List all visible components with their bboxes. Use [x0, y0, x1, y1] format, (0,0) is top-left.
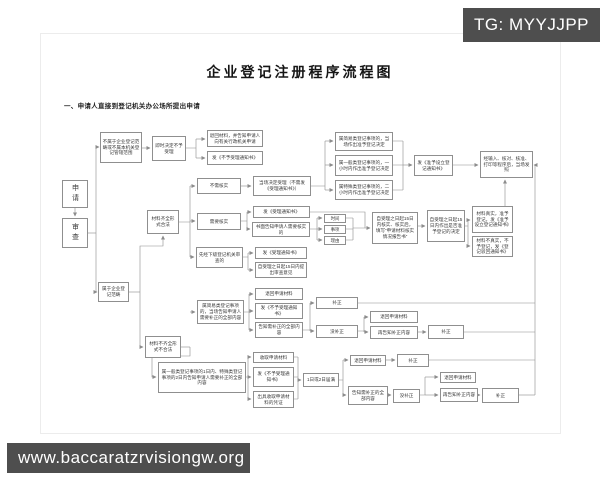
node-notice-accept-2: 发《受理通知书》 [255, 247, 307, 259]
node-false-reject: 材料不真实，不予登记，发《登记驳回通知书》 [472, 236, 513, 257]
node-no-fix-1: 没补正 [316, 325, 358, 338]
node-return-3: 退回申请材料 [350, 355, 386, 366]
node-fix-3: 补正 [397, 354, 429, 367]
node-matter: 事项 [324, 225, 346, 234]
node-special-decide: 属特殊类登记事项的，二小时内作出准予登记决定 [335, 180, 393, 200]
node-collect: 收取申请材料 [253, 352, 294, 363]
node-simple-inform: 属简易类登记事项的，当场告知申请人需要补正的全部内容 [197, 300, 244, 324]
node-opinion-15: 自受理之日起15日内提出审查意见 [255, 262, 307, 278]
node-notice-not-accept-2: 发《不予受理通知书》 [255, 303, 303, 319]
node-notice-not-accept-1: 发《不予受理通知书》 [207, 151, 263, 165]
node-inform-again-2: 再告知补正内容 [440, 388, 478, 402]
node-issue-license: 经输入、核对、核准、打印等程序后，当场发照 [480, 151, 533, 178]
node-fix-4: 补正 [482, 388, 519, 403]
node-review: 审查 [62, 218, 88, 248]
node-not-in-scope: 不属于企业登记范畴或不属本机关登记管辖范围 [100, 132, 142, 163]
node-apply: 申请 [62, 180, 88, 208]
node-return-2: 退回申请材料 [370, 311, 418, 323]
section-label: 一、申请人直接到登记机关办公场所提出申请 [64, 103, 200, 110]
node-notice-not-accept-3: 发《不予受理通知书》 [253, 367, 294, 387]
node-expire: 1日或2日届满 [303, 373, 339, 387]
node-notice-approve: 发《准予设立登记通知书》 [414, 155, 453, 176]
node-reason: 理由 [324, 236, 346, 245]
node-fix-1: 补正 [316, 297, 358, 309]
node-need-verify: 需要核实 [197, 213, 241, 230]
node-inform-verify: 书面告知申请人需要核实的 [252, 222, 310, 237]
telegram-watermark: TG: MYYJJPP [463, 8, 600, 42]
node-verify-15: 自受理之日起15日内核实、核实后，填写“申请材料核实情况报告书” [372, 212, 418, 244]
node-no-fix-2: 没补正 [393, 389, 420, 403]
node-accept-on-spot: 当场决定受理（不需发《受理通知书》） [253, 176, 311, 196]
node-materials-incomplete: 材料不齐全形式不合法 [145, 336, 181, 358]
node-receipt: 出具收取申请材料的凭证 [253, 391, 294, 408]
page-title: 企业登记注册程序流程图 [206, 66, 394, 81]
node-inform-fix-1: 告知需补正的全部内容 [255, 322, 303, 338]
node-in-scope: 属于企业登记范畴 [98, 282, 129, 302]
node-general-decide: 属一般类登记事项的，一小时内作出准予登记决定 [335, 155, 393, 176]
node-inform-again-1: 再告知补正内容 [370, 326, 418, 339]
node-true-approve: 材料真实，准予登记，发《准予设立登记通知书》 [472, 206, 513, 233]
node-simple-decide: 属简易类登记事项的，当场作出准予登记决定 [335, 132, 393, 151]
node-general-inform: 属一般类登记事项的1日内、特殊类登记事项的2日内告知申请人需要补正的全部内容 [158, 362, 246, 393]
node-inform-fix-2: 告知需补正的全部内容 [348, 386, 388, 405]
node-no-verify: 不需核实 [197, 178, 241, 194]
node-return-4: 退回申请材料 [440, 372, 476, 383]
node-materials-complete: 材料齐全形式合法 [147, 210, 179, 234]
site-url-watermark: www.baccaratzrvisiongw.org [7, 443, 250, 473]
node-fix-2: 补正 [428, 325, 464, 339]
node-notice-accept-1: 发《受理通知书》 [253, 206, 310, 218]
node-reject-immediately: 即时决定不予受理 [152, 136, 186, 161]
node-decide-15: 自受理之日起15日内作出是否准予登记的决定 [427, 210, 465, 242]
node-return-1: 退回申请材料 [255, 288, 303, 300]
node-time: 时间 [324, 214, 346, 223]
node-return-and-inform: 退回材料，并告知申请人向有关行政机关申请 [207, 130, 263, 147]
node-lower-review: 先经下级登记机关审查的 [196, 247, 243, 268]
